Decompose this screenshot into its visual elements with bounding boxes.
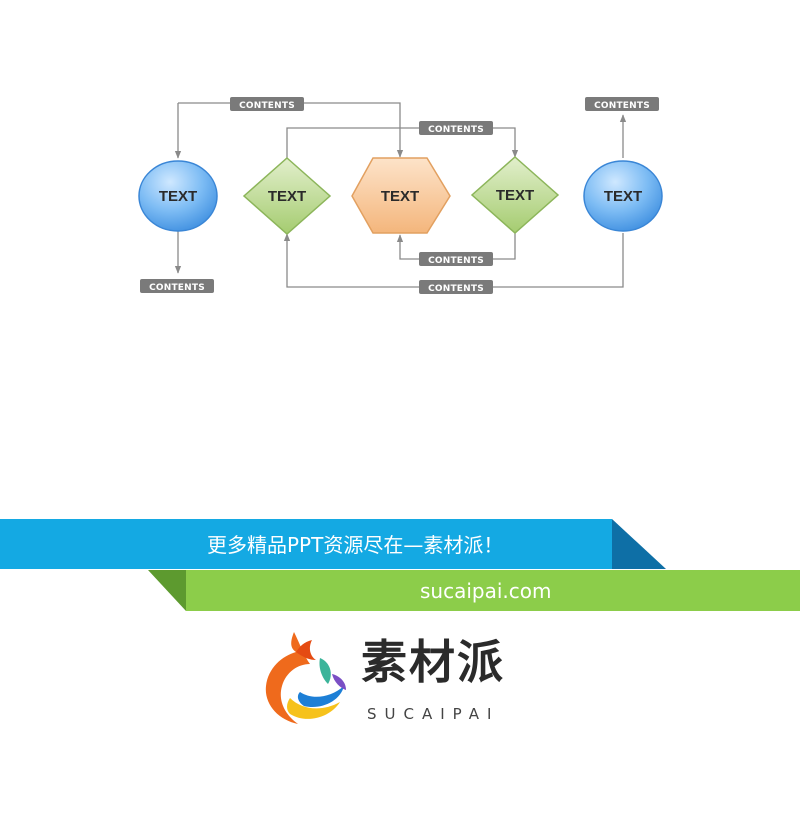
brand-name-cn: 素材派 bbox=[361, 635, 505, 689]
promo-url-link[interactable]: sucaipai.com bbox=[420, 579, 552, 603]
node-circle-right: TEXT bbox=[583, 160, 663, 232]
node-diamond-left: TEXT bbox=[242, 156, 332, 236]
node-hexagon-center: TEXT bbox=[351, 157, 451, 234]
wire-top-inner bbox=[286, 127, 519, 158]
flow-diagram: CONTENTS CONTENTS CONTENTS CONTENTS CONT… bbox=[138, 97, 663, 294]
svg-text:CONTENTS: CONTENTS bbox=[428, 125, 484, 135]
promo-banner-green-fold bbox=[148, 570, 186, 611]
svg-text:CONTENTS: CONTENTS bbox=[239, 101, 295, 111]
brand-name-en: SUCAIPAI bbox=[367, 705, 500, 723]
promo-banner-text: 更多精品PPT资源尽在—素材派！ bbox=[207, 533, 504, 557]
connector-tags: CONTENTS CONTENTS CONTENTS CONTENTS CONT… bbox=[140, 97, 659, 294]
tag-top-right: CONTENTS bbox=[585, 97, 659, 111]
svg-text:CONTENTS: CONTENTS bbox=[428, 256, 484, 266]
tag-bottom-outer: CONTENTS bbox=[419, 280, 493, 294]
tag-top-left: CONTENTS bbox=[230, 97, 304, 111]
node-circle-left: TEXT bbox=[138, 160, 218, 232]
svg-text:TEXT: TEXT bbox=[159, 188, 197, 205]
sucaipai-logo-icon bbox=[265, 632, 346, 724]
node-diamond-right: TEXT bbox=[470, 155, 560, 235]
svg-text:TEXT: TEXT bbox=[268, 188, 306, 205]
svg-text:TEXT: TEXT bbox=[604, 188, 642, 205]
promo-banner-blue-fold bbox=[612, 519, 666, 569]
wire-top-outer bbox=[178, 102, 404, 158]
svg-text:CONTENTS: CONTENTS bbox=[594, 101, 650, 111]
svg-text:CONTENTS: CONTENTS bbox=[428, 284, 484, 294]
tag-bottom-middle: CONTENTS bbox=[419, 252, 493, 266]
promo-banner-green bbox=[186, 570, 800, 611]
tag-bottom-left: CONTENTS bbox=[140, 279, 214, 293]
svg-text:CONTENTS: CONTENTS bbox=[149, 283, 205, 293]
promo-banner-blue bbox=[0, 519, 612, 569]
svg-text:TEXT: TEXT bbox=[381, 188, 419, 205]
tag-top-middle: CONTENTS bbox=[419, 121, 493, 135]
svg-text:TEXT: TEXT bbox=[496, 187, 534, 204]
